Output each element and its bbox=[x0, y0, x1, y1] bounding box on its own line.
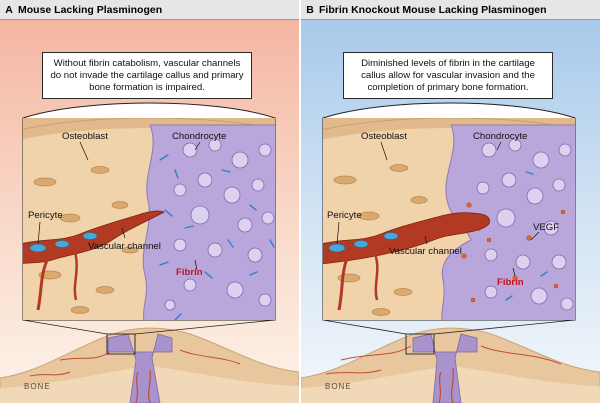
bone-callus bbox=[0, 319, 299, 403]
label-pericyte: Pericyte bbox=[327, 210, 362, 221]
label-osteoblast: Osteoblast bbox=[62, 131, 108, 142]
fibrin-strands bbox=[159, 154, 275, 320]
label-bone: BONE bbox=[24, 382, 51, 391]
panel-a-letter: A bbox=[5, 3, 13, 16]
panel-a-caption: Without fibrin catabolism, vascular chan… bbox=[42, 52, 252, 99]
zoom-box bbox=[405, 333, 435, 355]
panel-divider bbox=[299, 0, 301, 403]
label-bone: BONE bbox=[325, 382, 352, 391]
fibrin-strands bbox=[505, 171, 548, 301]
label-osteoblast: Osteoblast bbox=[361, 131, 407, 142]
label-chondrocyte: Chondrocyte bbox=[172, 131, 227, 142]
panel-a-title: Mouse Lacking Plasminogen bbox=[18, 3, 163, 16]
panel-b-letter: B bbox=[306, 3, 314, 16]
osteoblast-cells bbox=[333, 164, 428, 316]
chondrocyte-cells bbox=[164, 138, 275, 311]
leader-lines bbox=[37, 141, 201, 271]
chondrocyte-cells bbox=[476, 138, 574, 311]
label-vascular-channel: Vascular channel bbox=[389, 246, 462, 257]
label-fibrin: Fibrin bbox=[176, 267, 203, 278]
label-vascular-channel: Vascular channel bbox=[88, 241, 161, 252]
label-fibrin: Fibrin bbox=[497, 277, 524, 288]
pericyte-cells bbox=[328, 232, 399, 253]
panel-a-header: A Mouse Lacking Plasminogen bbox=[0, 0, 299, 20]
cartilage-callus bbox=[142, 124, 275, 320]
leader-lines bbox=[336, 141, 540, 277]
bone-callus bbox=[301, 319, 600, 403]
label-pericyte: Pericyte bbox=[28, 210, 63, 221]
zoom-box bbox=[106, 333, 136, 355]
panel-b-caption: Diminished levels of fibrin in the carti… bbox=[343, 52, 553, 99]
label-vegf: VEGF bbox=[533, 222, 560, 233]
panel-b-title: Fibrin Knockout Mouse Lacking Plasminoge… bbox=[319, 3, 547, 16]
panel-b: B Fibrin Knockout Mouse Lacking Plasmino… bbox=[301, 0, 600, 403]
panel-a: A Mouse Lacking Plasminogen Without fibr… bbox=[0, 0, 299, 403]
label-chondrocyte: Chondrocyte bbox=[473, 131, 528, 142]
panel-b-header: B Fibrin Knockout Mouse Lacking Plasmino… bbox=[301, 0, 600, 20]
panel-b-illustration bbox=[301, 0, 600, 403]
